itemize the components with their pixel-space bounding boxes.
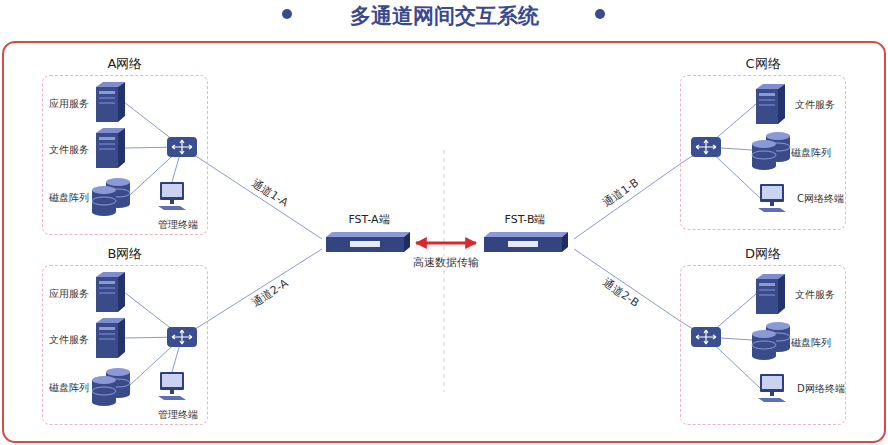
gateway-device: FST-B端 (476, 212, 574, 254)
device-node: 文件服务 (49, 319, 131, 361)
channel-line (574, 164, 680, 239)
device-node: C网络终端 (757, 183, 846, 215)
device-node: 文件服务 (755, 274, 843, 316)
device-node: 管理终端 (149, 370, 207, 422)
device-node: D网络终端 (757, 373, 847, 405)
title: 多通道网间交互系统 (0, 2, 888, 30)
group-heading: B网络 (43, 245, 207, 263)
network-group: C网络文件服务磁盘阵列C网络终端 (680, 75, 846, 230)
edge-label: 高速数据传输 (411, 256, 481, 269)
device-node: 应用服务 (49, 273, 131, 315)
device-label: 磁盘阵列 (49, 191, 89, 205)
device-label: 文件服务 (49, 333, 89, 347)
device-label: FST-B端 (476, 212, 574, 227)
device-node: 应用服务 (49, 83, 131, 125)
device-node: 文件服务 (755, 84, 843, 126)
group-heading: C网络 (681, 55, 845, 73)
channel-line (208, 164, 322, 239)
device-node: 管理终端 (149, 180, 207, 232)
group-heading: A网络 (43, 55, 207, 73)
device-label: 文件服务 (795, 98, 835, 112)
data-arrow (416, 242, 476, 245)
channel-line (574, 249, 680, 321)
device-node: 磁盘阵列 (49, 177, 131, 219)
device-node: 磁盘阵列 (49, 367, 131, 409)
edge-label: 通道1-A (248, 175, 292, 210)
device-label: C网络终端 (797, 192, 844, 206)
group-heading: D网络 (681, 245, 845, 263)
device-node: 磁盘阵列 (751, 322, 843, 364)
device-node: 文件服务 (49, 129, 131, 171)
device-label: 管理终端 (149, 218, 207, 232)
device-node: 磁盘阵列 (751, 132, 843, 174)
device-label: D网络终端 (797, 382, 845, 396)
network-group: B网络应用服务文件服务磁盘阵列管理终端 (42, 265, 208, 425)
gateway-device: FST-A端 (322, 212, 416, 254)
edge-label: 通道2-A (248, 276, 293, 311)
edge-label: 通道1-B (599, 175, 643, 211)
device-label: 应用服务 (49, 287, 89, 301)
device-label: 文件服务 (795, 288, 835, 302)
channel-line (208, 249, 322, 321)
device-label: 文件服务 (49, 143, 89, 157)
device-label: 磁盘阵列 (49, 381, 89, 395)
device-label: 应用服务 (49, 97, 89, 111)
device-label: 磁盘阵列 (791, 146, 831, 160)
device-label: 磁盘阵列 (791, 336, 831, 350)
device-label: FST-A端 (322, 212, 416, 227)
device-label: 管理终端 (149, 408, 207, 422)
edge-label: 通道2-B (599, 275, 643, 311)
network-group: A网络应用服务文件服务磁盘阵列管理终端 (42, 75, 208, 235)
network-group: D网络文件服务磁盘阵列D网络终端 (680, 265, 846, 425)
